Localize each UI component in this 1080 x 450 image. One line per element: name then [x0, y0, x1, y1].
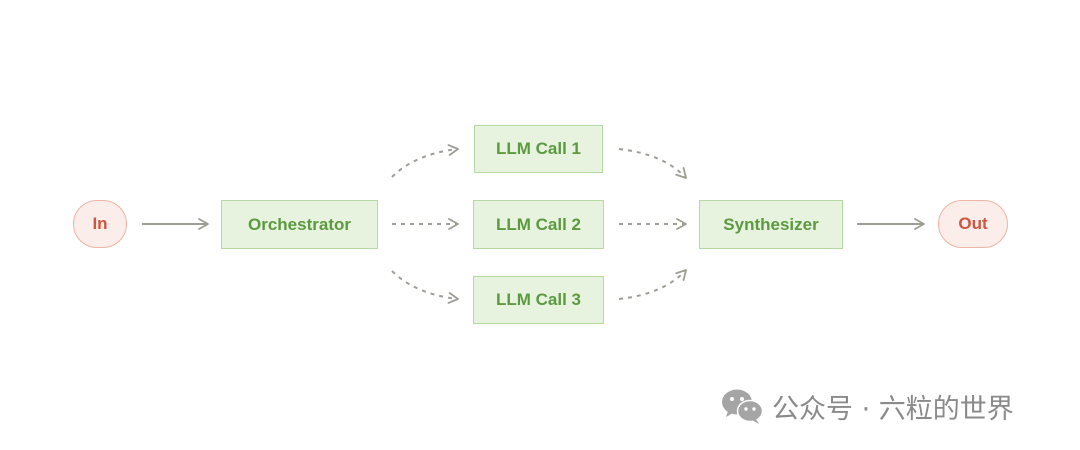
edge-llm-call-3-to-synthesizer [618, 269, 687, 300]
watermark: 公众号 · 六粒的世界 [720, 386, 1014, 426]
edge-llm-call-1-to-synthesizer [618, 148, 687, 179]
llm-call-1-node: LLM Call 1 [474, 125, 603, 173]
edge-orchestrator-to-llm-call-3 [391, 270, 459, 304]
in-node: In [73, 200, 127, 248]
llm-call-2-node: LLM Call 2 [473, 200, 604, 249]
synthesizer-node: Synthesizer [699, 200, 843, 249]
orchestrator-node-label: Orchestrator [248, 214, 351, 234]
wechat-icon [722, 389, 764, 424]
out-node-label: Out [958, 214, 988, 233]
llm-call-3-node-label: LLM Call 3 [495, 290, 581, 309]
synthesizer-node-label: Synthesizer [723, 214, 819, 234]
in-node-label: In [92, 214, 108, 233]
orchestrator-node: Orchestrator [221, 200, 378, 249]
llm-call-2-node-label: LLM Call 2 [495, 214, 581, 234]
edge-orchestrator-to-llm-call-1 [391, 144, 459, 178]
llm-call-1-node-label: LLM Call 1 [495, 139, 581, 158]
watermark-text: 公众号 · 六粒的世界 [772, 393, 1014, 425]
out-node: Out [938, 200, 1008, 248]
llm-call-3-node: LLM Call 3 [473, 276, 604, 324]
